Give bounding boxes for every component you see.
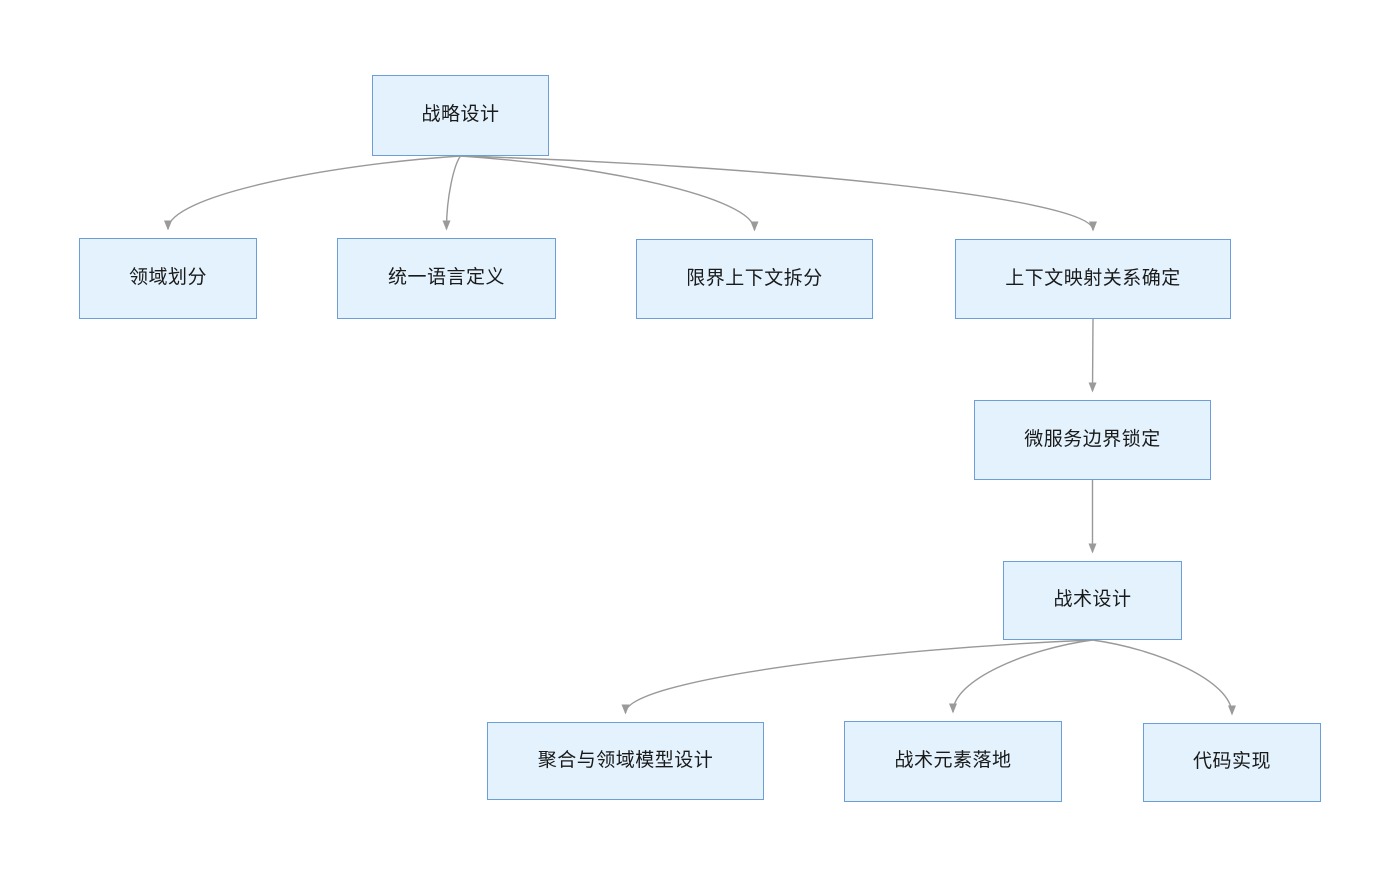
node-label: 战略设计 xyxy=(421,104,500,126)
edge-tactical-design-to-code-implementation xyxy=(1092,639,1236,716)
edge-strategic-design-to-domain-division xyxy=(164,155,461,231)
node-label: 代码实现 xyxy=(1192,751,1271,773)
node-tactical-design[interactable]: 战术设计 xyxy=(1003,561,1182,640)
edge-strategic-design-to-bounded-context-split xyxy=(460,155,759,232)
node-aggregate-domain-model[interactable]: 聚合与领域模型设计 xyxy=(487,722,764,800)
edge-tactical-design-to-tactical-elements xyxy=(949,639,1093,714)
node-bounded-context-split[interactable]: 限界上下文拆分 xyxy=(636,239,873,319)
node-label: 上下文映射关系确定 xyxy=(1005,267,1181,289)
node-context-mapping[interactable]: 上下文映射关系确定 xyxy=(955,239,1231,319)
node-label: 领域划分 xyxy=(128,267,207,289)
edge-context-mapping-to-microservice-boundary xyxy=(1088,318,1097,393)
node-label: 限界上下文拆分 xyxy=(686,267,823,289)
node-label: 战术元素落地 xyxy=(894,750,1012,772)
node-label: 聚合与领域模型设计 xyxy=(537,749,714,771)
node-label: 统一语言定义 xyxy=(387,267,505,289)
node-tactical-elements[interactable]: 战术元素落地 xyxy=(844,721,1062,802)
node-code-implementation[interactable]: 代码实现 xyxy=(1143,723,1321,802)
node-label: 战术设计 xyxy=(1053,589,1132,611)
edge-strategic-design-to-ubiquitous-language xyxy=(442,155,462,231)
edge-tactical-design-to-aggregate-domain-model xyxy=(621,639,1093,715)
node-label: 微服务边界锁定 xyxy=(1024,428,1161,450)
node-domain-division[interactable]: 领域划分 xyxy=(79,238,257,319)
edge-strategic-design-to-context-mapping xyxy=(460,155,1097,232)
node-strategic-design[interactable]: 战略设计 xyxy=(372,75,549,156)
node-ubiquitous-language[interactable]: 统一语言定义 xyxy=(337,238,556,319)
node-microservice-boundary[interactable]: 微服务边界锁定 xyxy=(974,400,1211,480)
